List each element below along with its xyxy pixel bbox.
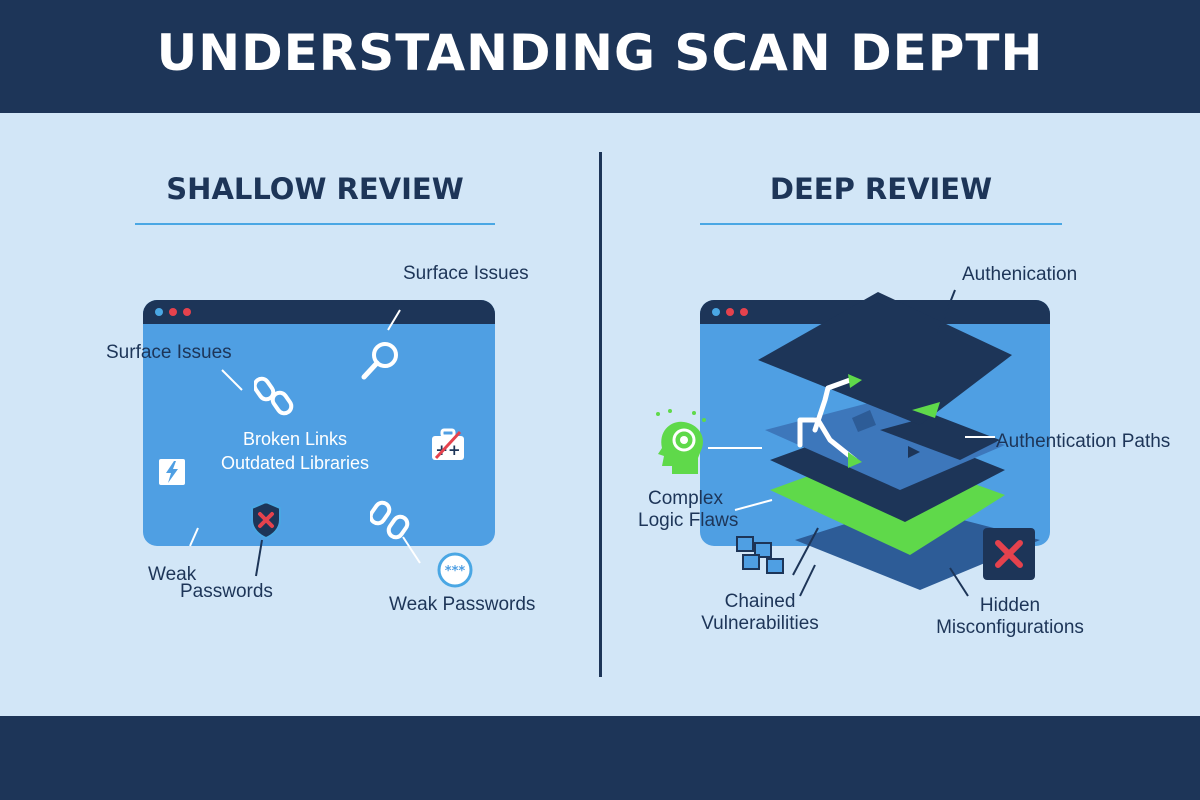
center-divider bbox=[599, 152, 602, 677]
hidden-label: Hidden bbox=[979, 595, 1041, 616]
password-dots-icon: *** bbox=[437, 552, 473, 588]
misconfigurations-label: Misconfigurations bbox=[936, 617, 1084, 638]
arrowhead-green-up bbox=[848, 374, 862, 388]
weak-label: Weak bbox=[148, 564, 197, 585]
toolbox-icon: ++ bbox=[432, 428, 464, 460]
layer-top bbox=[758, 292, 1012, 425]
window-dot-blue bbox=[712, 308, 720, 316]
svg-text:***: *** bbox=[445, 564, 466, 579]
complex-label: Complex bbox=[648, 488, 723, 509]
logic-flaws-label: Logic Flaws bbox=[638, 510, 739, 531]
window-dot-red bbox=[726, 308, 734, 316]
window-dot-red bbox=[169, 308, 177, 316]
lightning-doc-icon bbox=[159, 459, 185, 485]
green-marker bbox=[912, 402, 940, 418]
window-dot-blue bbox=[155, 308, 163, 316]
svg-text:++: ++ bbox=[435, 441, 460, 459]
shallow-review-heading: SHALLOW REVIEW bbox=[166, 172, 464, 206]
authentication-top-label: Authenication bbox=[962, 264, 1078, 285]
shallow-heading-underline bbox=[135, 223, 495, 225]
deep-review-heading: DEEP REVIEW bbox=[769, 172, 993, 206]
vulnerabilities-label: Vulnerabilities bbox=[701, 613, 819, 634]
cube-marker bbox=[852, 410, 876, 432]
deep-heading-underline bbox=[700, 223, 1062, 225]
cubes-icon bbox=[736, 536, 784, 574]
window-titlebar bbox=[143, 300, 495, 324]
error-x-icon bbox=[983, 528, 1035, 580]
arrowhead-green bbox=[848, 452, 862, 468]
footer-banner bbox=[0, 716, 1200, 800]
layer-dark-accent bbox=[880, 415, 1000, 460]
title-banner bbox=[0, 0, 1200, 113]
chain-link-icon bbox=[370, 500, 410, 540]
page-title: UNDERSTANDING SCAN DEPTH bbox=[156, 24, 1044, 82]
passwords-label: Passwords bbox=[180, 581, 273, 602]
shallow-browser-window bbox=[143, 300, 495, 546]
magnifier-icon bbox=[361, 342, 398, 380]
surface-issues-left-label: Surface Issues bbox=[106, 342, 232, 363]
weak-passwords-label: Weak Passwords bbox=[389, 594, 536, 615]
brain-head-icon bbox=[656, 409, 706, 474]
chain-link-icon bbox=[254, 376, 294, 416]
surface-issues-top-label: Surface Issues bbox=[403, 263, 529, 284]
window-dot-red bbox=[183, 308, 191, 316]
shield-x-icon bbox=[251, 500, 281, 540]
authentication-paths-label: Authentication Paths bbox=[996, 431, 1171, 452]
path-arrow-up bbox=[812, 377, 853, 433]
layer-blue bbox=[765, 400, 1005, 490]
outdated-libraries-label: Outdated Libraries bbox=[220, 453, 370, 473]
play-marker bbox=[908, 446, 920, 458]
broken-links-label: Broken Links bbox=[242, 429, 348, 449]
window-dot-red bbox=[740, 308, 748, 316]
chained-label: Chained bbox=[724, 591, 796, 612]
